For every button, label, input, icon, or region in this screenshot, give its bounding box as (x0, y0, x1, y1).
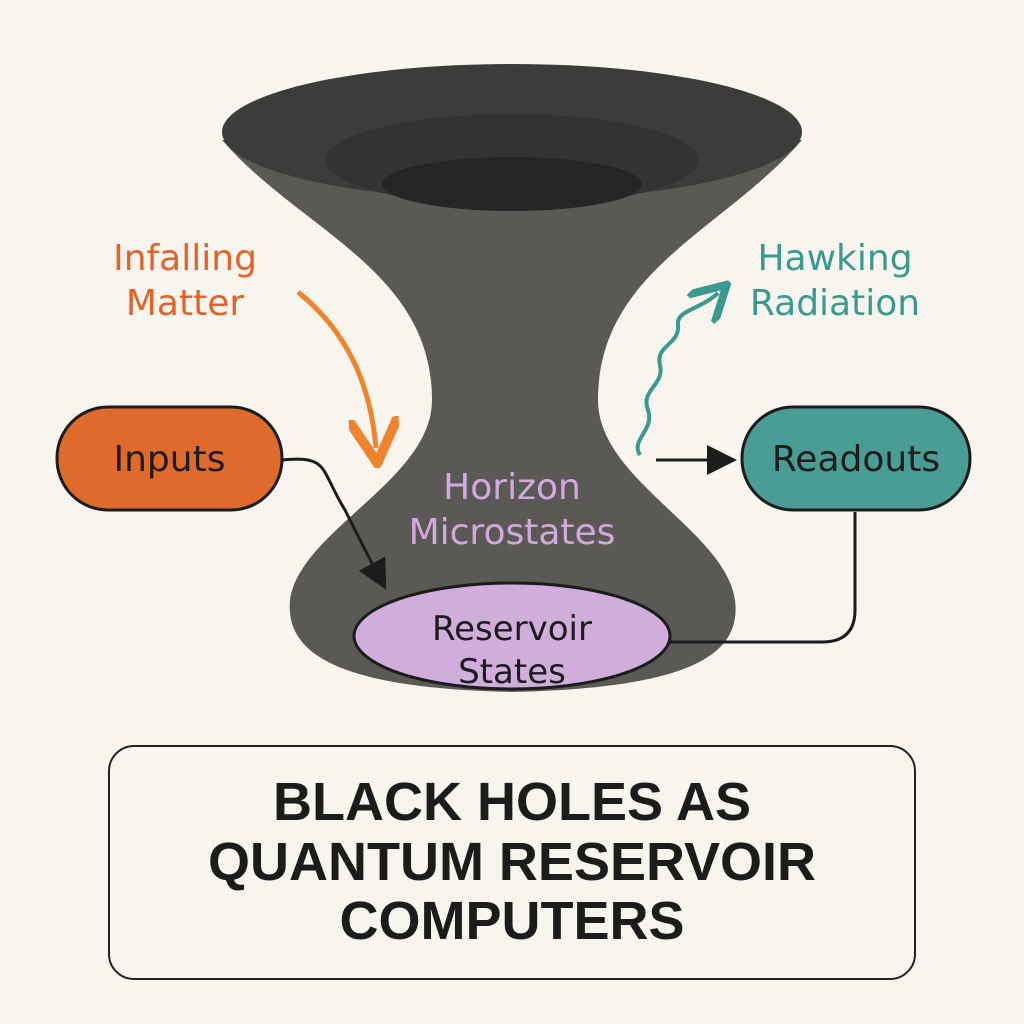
reservoir-states-label: Reservoir States (432, 609, 592, 692)
horizon-microstates-label: Horizon Microstates (408, 467, 616, 553)
hawking-radiation-wave (635, 293, 718, 457)
readouts-node (740, 405, 972, 512)
reservoir-to-readouts-line (668, 512, 857, 644)
hawking-radiation-label: Hawking Radiation (749, 238, 921, 324)
inputs-label: Inputs (113, 439, 226, 480)
infalling-matter-label: Infalling Matter (113, 238, 257, 324)
infalling-arrow (296, 290, 376, 448)
inputs-node (55, 405, 284, 512)
inputs-to-reservoir-arrow (281, 457, 387, 590)
reservoir-node (352, 581, 672, 691)
title-text: BLACK HOLES AS QUANTUM RESERVOIR COMPUTE… (207, 772, 817, 952)
funnel-core (382, 157, 642, 211)
readouts-label: Readouts (771, 439, 941, 480)
title-box: BLACK HOLES AS QUANTUM RESERVOIR COMPUTE… (108, 745, 916, 980)
